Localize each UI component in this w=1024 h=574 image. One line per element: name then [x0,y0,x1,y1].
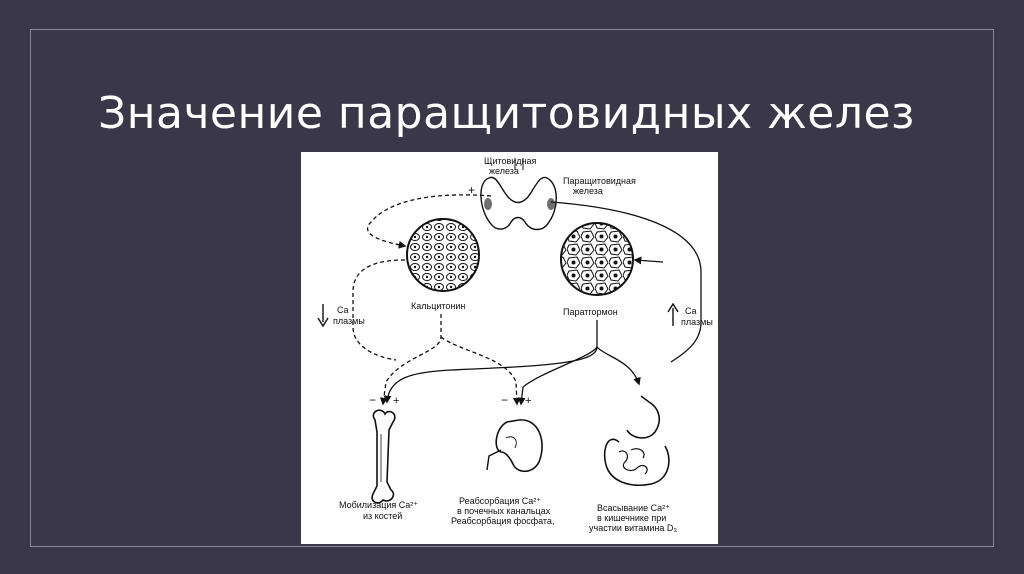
kidney-plus-sign: + [525,395,531,407]
intestine-caption-line1: Всасывание Ca²⁺ [597,503,670,513]
parathormone-to-bone-arrow [383,320,598,404]
parathormone-label: Паратгормон [563,307,618,317]
ca-plasma-right-line2: плазмы [681,317,713,327]
diagram-svg: Щитовидная железа Паращитовидная железа … [317,156,713,533]
parathyroid-tissue-circle [560,222,634,296]
parathyroid-label-line1: Паращитовидная [563,176,636,186]
intestine-caption-line2: в кишечнике при [597,513,666,523]
slide-frame [30,29,994,547]
ca-down-arrow-icon [317,304,329,328]
kidney-caption-line2: в почечных канальцах [457,506,551,516]
slide-title: Значение паращитовидных желез [98,88,915,139]
bone-minus-sign: − [369,393,376,407]
thyroid-gland-drawing [480,158,557,231]
intestine-drawing [603,395,670,486]
parathyroid-diagram: Щитовидная железа Паращитовидная железа … [301,152,718,544]
intestine-caption-line3: участии витамина D₃ [589,523,677,533]
thyroid-tissue-circle [406,218,480,292]
ca-plasma-left-line2: плазмы [333,316,365,326]
calcitonin-to-bone-arrow [379,314,442,406]
bone-caption-line1: Мобилизация Ca²⁺ [339,500,418,510]
bone-plus-sign: + [393,395,399,407]
calcitonin-to-kidney-arrow [440,336,521,406]
arrow-to-parathyroid [633,256,664,265]
parathormone-to-intestine-arrow [596,346,641,386]
plus-sign-top: + [468,183,475,197]
kidney-minus-sign: − [501,393,508,407]
feedback-loop-right [550,201,702,363]
kidney-drawing [486,419,543,473]
ca-up-arrow-icon [667,302,679,326]
ca-plasma-right-line1: Ca [685,306,697,316]
kidney-caption-line3: Реабсорбация фосфата, [451,516,554,526]
feedback-loop-left [352,259,406,361]
ca-plasma-left-line1: Ca [337,305,349,315]
bone-caption-line2: из костей [363,511,402,521]
calcitonin-label: Кальцитонин [411,301,465,311]
parathyroid-label-line2: железа [573,186,603,196]
kidney-caption-line1: Реабсорбация Ca²⁺ [459,496,541,506]
bone-drawing [371,409,396,504]
thyroid-label-line2: железа [489,166,519,176]
parathormone-to-kidney-arrow [517,346,598,406]
thyroid-label-line1: Щитовидная [484,156,537,166]
feedback-loop-left-top [366,194,492,249]
